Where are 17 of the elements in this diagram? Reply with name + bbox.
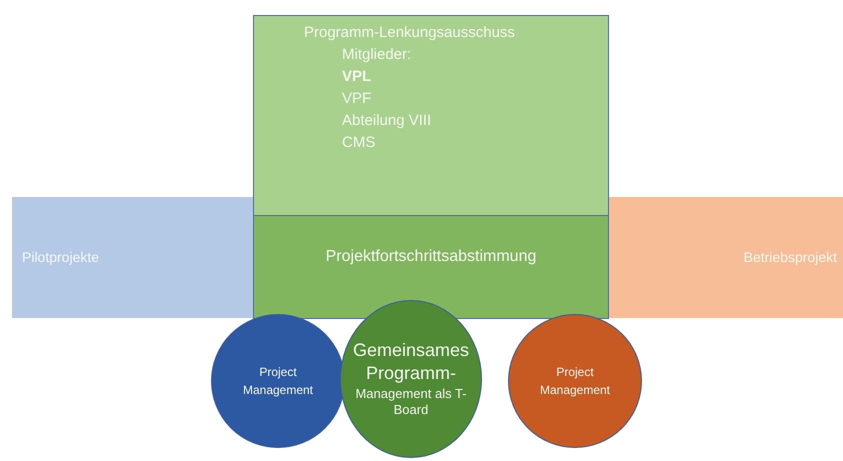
panel-node (253, 15, 609, 216)
node-label: Abteilung VIII (342, 111, 432, 131)
node-label: Project Management (242, 364, 314, 399)
band-node (12, 197, 254, 318)
node-label: VPF (342, 89, 372, 109)
band-node (609, 197, 843, 318)
node-label: Projektfortschrittsabstimmung (326, 247, 536, 267)
node-label: Gemeinsames Programm- (352, 338, 470, 386)
panel-node (253, 215, 609, 319)
node-label: Pilotprojekte (22, 248, 100, 267)
node-label: Betriebsprojekt (744, 248, 837, 267)
node-label: Project Management (538, 364, 612, 399)
node-label: Programm-Lenkungsausschuss (304, 23, 515, 43)
node-label: CMS (342, 133, 376, 153)
node-label: VPL (342, 67, 372, 87)
node-label: Mitglieder: (342, 45, 412, 65)
node-label: Management als T-Board (355, 386, 467, 420)
